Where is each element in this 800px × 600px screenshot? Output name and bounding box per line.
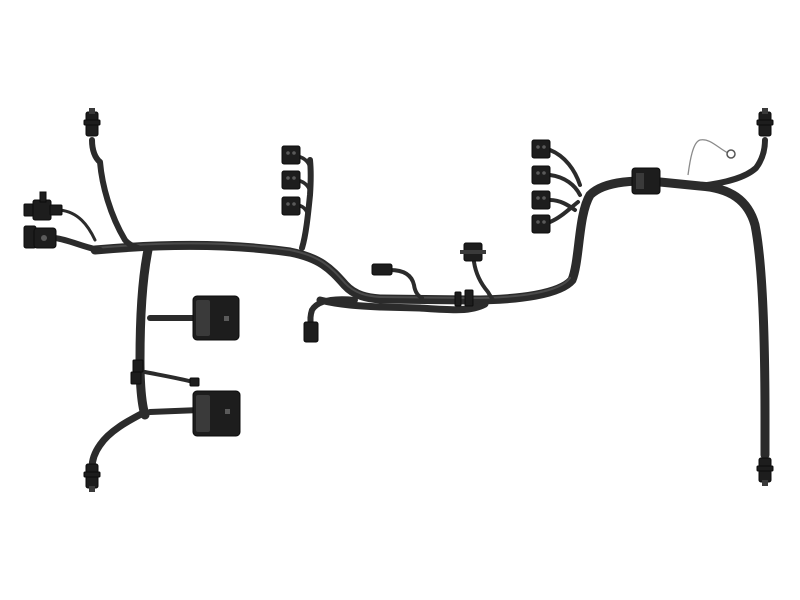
ring-terminal-icon xyxy=(726,149,736,159)
top-right-plug-icon xyxy=(756,108,774,137)
junction-block-icon xyxy=(631,167,661,195)
middle-top-connector-icon xyxy=(460,242,486,262)
trunk-lower-bundle xyxy=(316,296,489,314)
inline-connector-left-icon xyxy=(130,359,200,387)
top-left-branch xyxy=(52,137,141,253)
trunk-clips-icon xyxy=(454,289,474,307)
main-trunk-cable xyxy=(90,176,770,460)
left-vertical-branch xyxy=(88,245,203,472)
middle-low-connector-icon xyxy=(303,321,319,343)
middle-branches xyxy=(307,260,495,328)
middle-small-connector-icon xyxy=(371,263,393,276)
right-upper-connectors-icon xyxy=(531,139,551,234)
top-left-plug-icon xyxy=(83,108,101,137)
upper-middle-connectors-icon xyxy=(281,145,301,216)
module-upper-icon xyxy=(192,295,240,341)
top-right-branch xyxy=(687,137,768,189)
left-connector-cluster-icon xyxy=(23,191,63,249)
right-upper-branch xyxy=(548,148,582,224)
module-lower-icon xyxy=(192,390,241,437)
bottom-right-plug-icon xyxy=(756,457,774,486)
bottom-left-plug-icon xyxy=(83,463,101,492)
